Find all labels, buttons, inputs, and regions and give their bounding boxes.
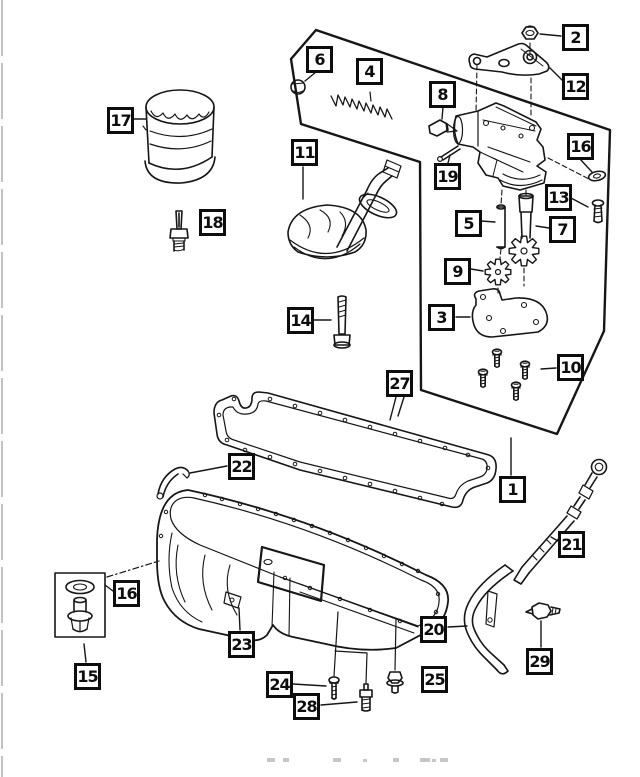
callout-11: 11 bbox=[291, 139, 318, 166]
part-11-pickup-tube bbox=[287, 159, 402, 260]
callout-18: 18 bbox=[199, 209, 226, 236]
callout-7: 7 bbox=[549, 216, 576, 243]
part-16-washer bbox=[587, 170, 607, 182]
part-5-shaft bbox=[496, 204, 506, 250]
callout-25: 25 bbox=[421, 666, 448, 693]
callout-15: 15 bbox=[74, 663, 101, 690]
part-6-nut bbox=[290, 79, 306, 95]
callout-22: 22 bbox=[228, 453, 255, 480]
part-21-dipstick bbox=[513, 458, 608, 585]
callout-9: 9 bbox=[444, 258, 471, 285]
callout-8: 8 bbox=[429, 81, 456, 108]
part-29-fitting bbox=[525, 602, 561, 620]
callout-28: 28 bbox=[293, 693, 320, 720]
callout-29: 29 bbox=[526, 648, 553, 675]
callout-1: 1 bbox=[499, 476, 526, 503]
part-13-bolt bbox=[591, 199, 605, 224]
callout-16-top: 16 bbox=[567, 133, 594, 160]
callout-19: 19 bbox=[434, 163, 461, 190]
part-27-gasket bbox=[213, 391, 497, 509]
callout-27: 27 bbox=[386, 370, 413, 397]
part-8-plunger bbox=[428, 119, 458, 137]
part-25-bolt bbox=[386, 671, 404, 694]
footer-text-fragment bbox=[267, 758, 448, 762]
callout-24: 24 bbox=[266, 671, 293, 698]
callout-17: 17 bbox=[107, 107, 134, 134]
callout-4: 4 bbox=[356, 58, 383, 85]
part-17-oil-filter bbox=[142, 89, 216, 184]
callout-6: 6 bbox=[306, 46, 333, 73]
part-2-nut bbox=[521, 25, 539, 40]
part-14-bolt bbox=[333, 295, 351, 349]
callout-21: 21 bbox=[558, 531, 585, 558]
part-28-stud bbox=[359, 683, 373, 712]
callout-16-bottom: 16 bbox=[113, 580, 140, 607]
part-9-gear bbox=[484, 258, 512, 286]
callout-23: 23 bbox=[228, 631, 255, 658]
callout-10: 10 bbox=[557, 354, 584, 381]
scan-artifact-left-edge bbox=[1, 0, 3, 777]
part-4-spring bbox=[330, 94, 393, 120]
part-15-16-drain-plug-group bbox=[54, 572, 106, 638]
part-22-clip bbox=[156, 466, 190, 500]
callout-14: 14 bbox=[287, 307, 314, 334]
part-12-bracket bbox=[468, 42, 550, 76]
callout-2: 2 bbox=[562, 24, 589, 51]
part-20-dipstick-tube bbox=[463, 564, 514, 675]
part-3-cover-plate bbox=[471, 288, 549, 338]
part-7-shaft-gear bbox=[508, 192, 540, 267]
callout-3: 3 bbox=[428, 304, 455, 331]
part-24-screw bbox=[328, 676, 340, 700]
part-18-plug bbox=[169, 210, 189, 252]
callout-5: 5 bbox=[455, 210, 482, 237]
part-19-pin bbox=[437, 145, 461, 163]
callout-12: 12 bbox=[562, 73, 589, 100]
callout-20: 20 bbox=[420, 616, 447, 643]
callout-13: 13 bbox=[545, 184, 572, 211]
